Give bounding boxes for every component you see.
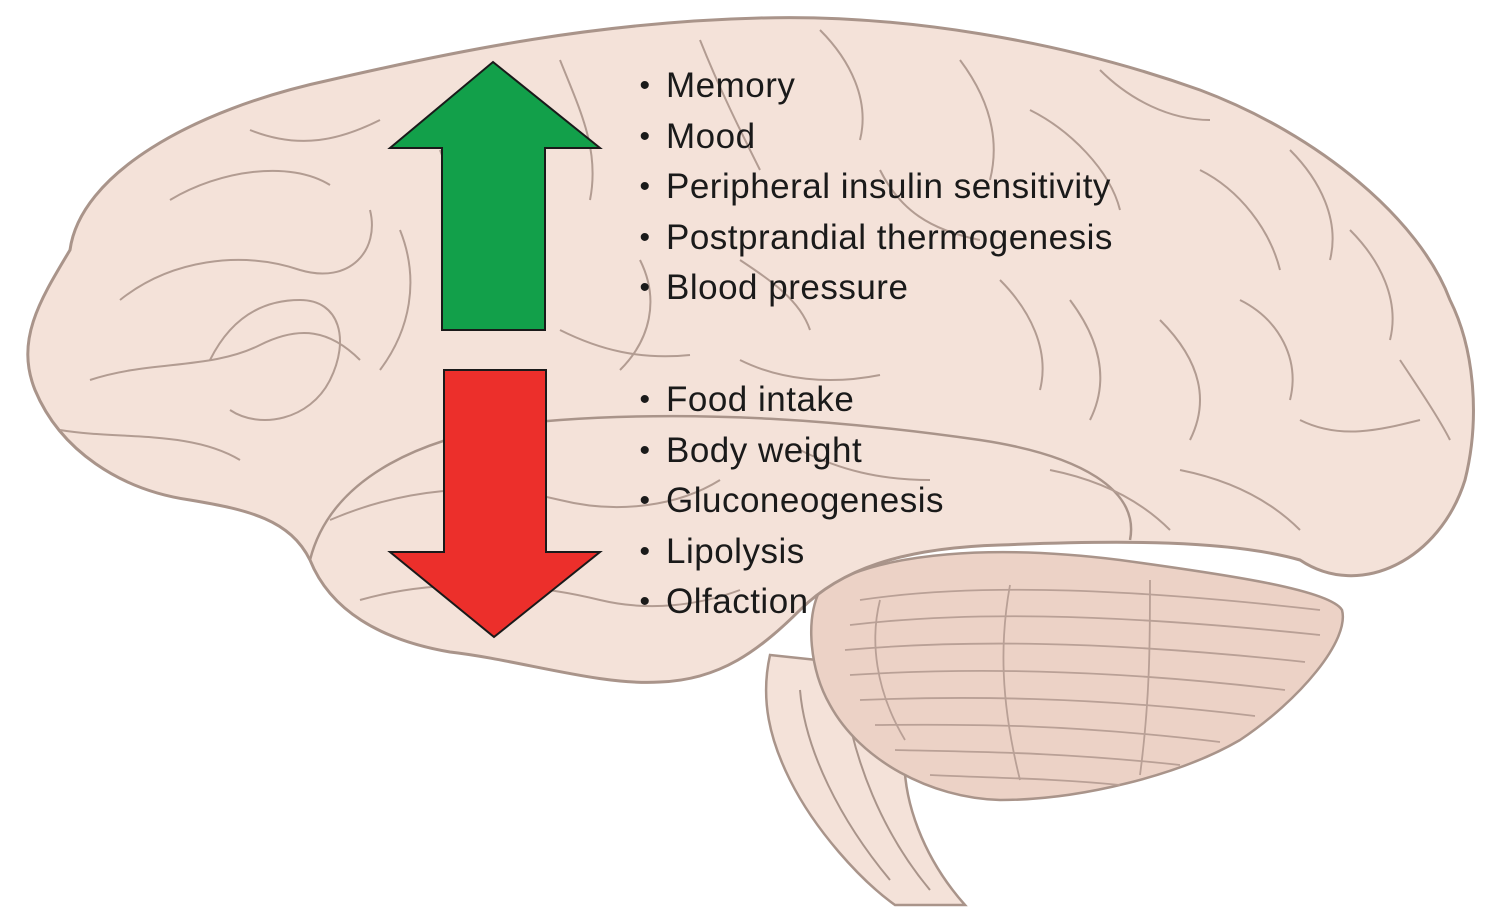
bullet-dot: • — [630, 577, 660, 628]
list-item: •Mood — [628, 112, 1113, 163]
bullet-dot: • — [630, 112, 660, 163]
effect-label: Gluconeogenesis — [666, 481, 944, 520]
list-item: •Olfaction — [628, 577, 944, 628]
list-item: •Gluconeogenesis — [628, 476, 944, 527]
effect-label: Body weight — [666, 431, 862, 470]
bullet-dot: • — [630, 527, 660, 578]
decreased-effects-list: •Food intake •Body weight •Gluconeogenes… — [628, 375, 944, 628]
effect-label: Mood — [666, 117, 756, 156]
bullet-dot: • — [630, 476, 660, 527]
bullet-dot: • — [630, 162, 660, 213]
effect-label: Peripheral insulin sensitivity — [666, 167, 1111, 206]
effect-label: Blood pressure — [666, 268, 908, 307]
list-item: •Food intake — [628, 375, 944, 426]
effect-label: Memory — [666, 66, 795, 105]
bullet-dot: • — [630, 426, 660, 477]
bullet-dot: • — [630, 213, 660, 264]
list-item: •Memory — [628, 61, 1113, 112]
list-item: •Blood pressure — [628, 263, 1113, 314]
list-item: •Body weight — [628, 426, 944, 477]
effect-label: Olfaction — [666, 582, 809, 621]
list-item: •Postprandial thermogenesis — [628, 213, 1113, 264]
effect-label: Postprandial thermogenesis — [666, 218, 1113, 257]
list-item: •Peripheral insulin sensitivity — [628, 162, 1113, 213]
list-item: •Lipolysis — [628, 527, 944, 578]
increased-effects-list: •Memory •Mood •Peripheral insulin sensit… — [628, 61, 1113, 314]
bullet-dot: • — [630, 263, 660, 314]
effect-label: Food intake — [666, 380, 854, 419]
bullet-dot: • — [630, 375, 660, 426]
bullet-dot: • — [630, 61, 660, 112]
effect-label: Lipolysis — [666, 532, 805, 571]
